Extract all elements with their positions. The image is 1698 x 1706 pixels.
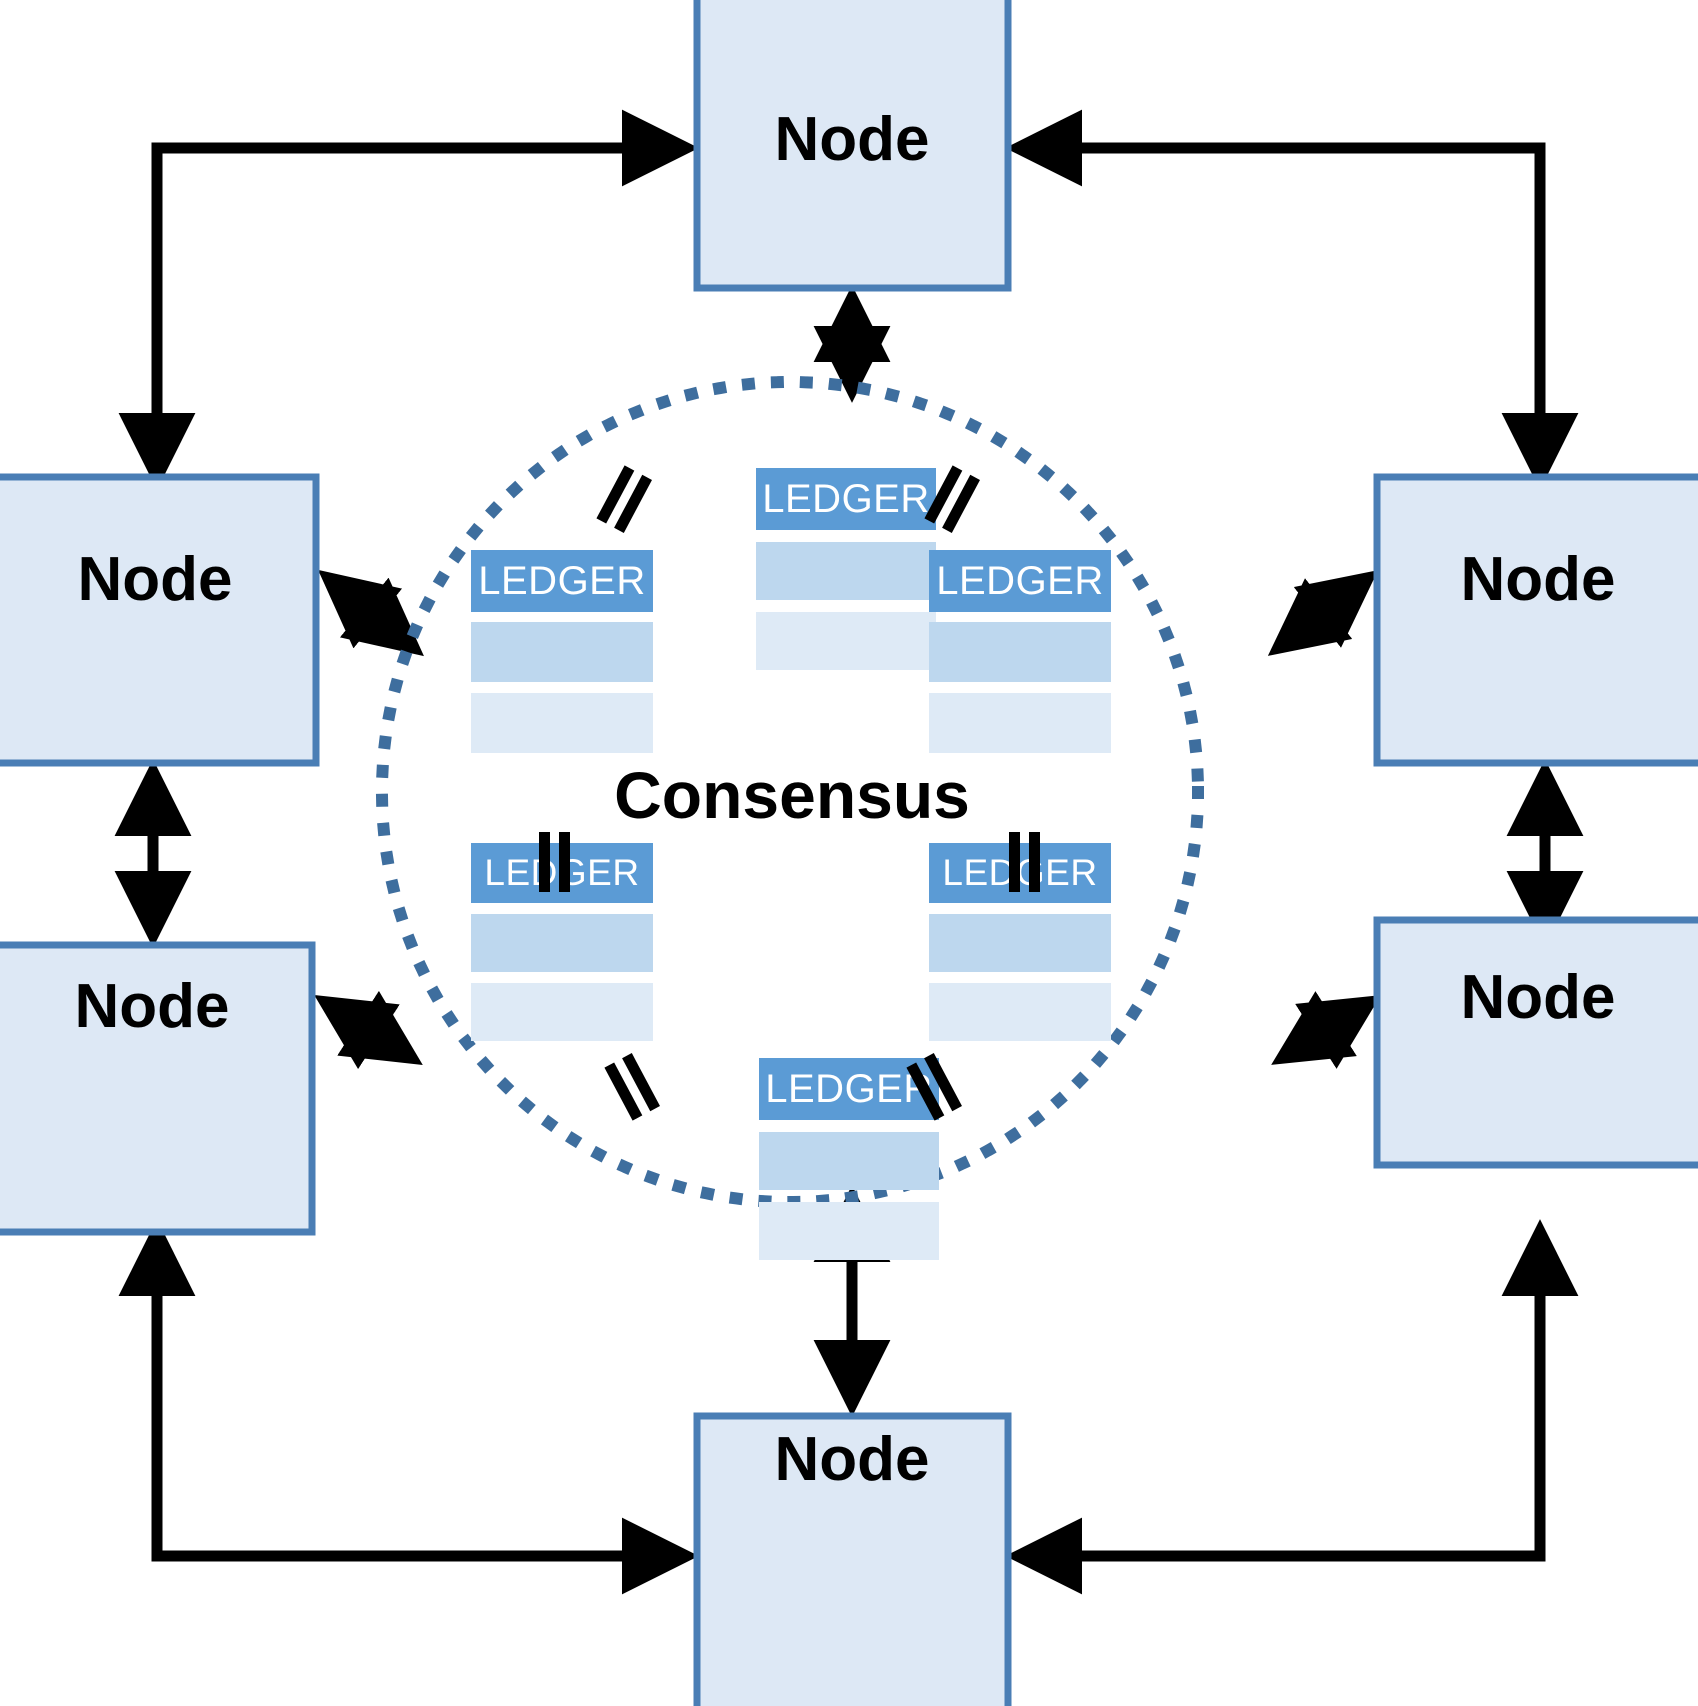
equals-mid-right-icon <box>1009 832 1040 892</box>
ledger-upper-right-row-2 <box>929 693 1111 753</box>
node-left-lower[interactable]: Node <box>0 941 316 1236</box>
node-right-lower-label: Node <box>1461 963 1616 1032</box>
ledger-top-label: LEDGER <box>762 477 930 521</box>
node-left-upper-label: Node <box>78 545 233 614</box>
ledger-top[interactable]: LEDGER <box>756 468 936 670</box>
node-top[interactable]: Node <box>693 0 1012 292</box>
ledger-upper-right-row-1 <box>929 622 1111 682</box>
ledger-bottom-label: LEDGER <box>765 1067 933 1111</box>
node-right-upper[interactable]: Node <box>1373 473 1698 767</box>
side-vertical-connectors <box>114 759 1584 948</box>
equals-lower-right-icon <box>906 1053 962 1121</box>
conn-leftupper-to-top[interactable] <box>118 109 699 490</box>
equals-lower-left-icon <box>604 1053 660 1121</box>
conn-leftlower-to-consensus[interactable] <box>314 990 423 1070</box>
outer-elbow-connectors <box>118 109 1579 1595</box>
ledger-bottom[interactable]: LEDGER <box>759 1058 939 1260</box>
ledger-bottom-row-2 <box>759 1202 939 1260</box>
conn-rightupper-to-consensus[interactable] <box>1267 570 1379 656</box>
equals-upper-left-icon <box>596 465 652 533</box>
ledger-top-row-2 <box>756 612 936 670</box>
conn-leftupper-to-consensus[interactable] <box>318 569 424 657</box>
node-bottom-label: Node <box>775 1425 930 1494</box>
ledger-lower-right-row-2 <box>929 983 1111 1041</box>
consensus-label: Consensus <box>614 758 970 832</box>
ledger-lower-right-row-1 <box>929 914 1111 972</box>
consensus-connectors <box>314 285 1381 1417</box>
ledger-upper-right-header-bar <box>929 550 1111 612</box>
ledger-bottom-row-1 <box>759 1132 939 1190</box>
conn-rightlower-to-bottom[interactable] <box>1005 1219 1579 1595</box>
node-top-label: Node <box>775 105 930 174</box>
ledger-upper-right[interactable]: LEDGER <box>929 550 1111 753</box>
conn-rightlower-to-consensus[interactable] <box>1271 991 1381 1069</box>
ledger-upper-left-row-1 <box>471 622 653 682</box>
ledger-upper-left-label: LEDGER <box>478 559 646 603</box>
equals-marks <box>539 465 1040 1121</box>
node-left-lower-label: Node <box>75 972 230 1041</box>
conn-rightupper-to-top[interactable] <box>1005 109 1579 490</box>
equals-upper-right-icon <box>924 465 980 533</box>
ledger-stacks: LEDGER LEDGER LEDGER LEDGER <box>471 468 1111 1260</box>
ledger-lower-left-row-2 <box>471 983 653 1041</box>
ledger-upper-left[interactable]: LEDGER <box>471 550 653 753</box>
node-right-lower[interactable]: Node <box>1373 916 1698 1169</box>
node-bottom[interactable]: Node <box>693 1412 1012 1706</box>
ledger-upper-left-header-bar <box>471 550 653 612</box>
equals-mid-left-icon <box>539 832 570 892</box>
ledger-top-header-bar <box>756 468 936 530</box>
ledger-upper-left-row-2 <box>471 693 653 753</box>
ledger-lower-left-row-1 <box>471 914 653 972</box>
ledger-upper-right-label: LEDGER <box>936 559 1104 603</box>
conn-leftlower-to-bottom[interactable] <box>118 1219 699 1595</box>
node-right-upper-label: Node <box>1461 545 1616 614</box>
node-left-upper[interactable]: Node <box>0 473 320 767</box>
ledger-top-row-1 <box>756 542 936 600</box>
